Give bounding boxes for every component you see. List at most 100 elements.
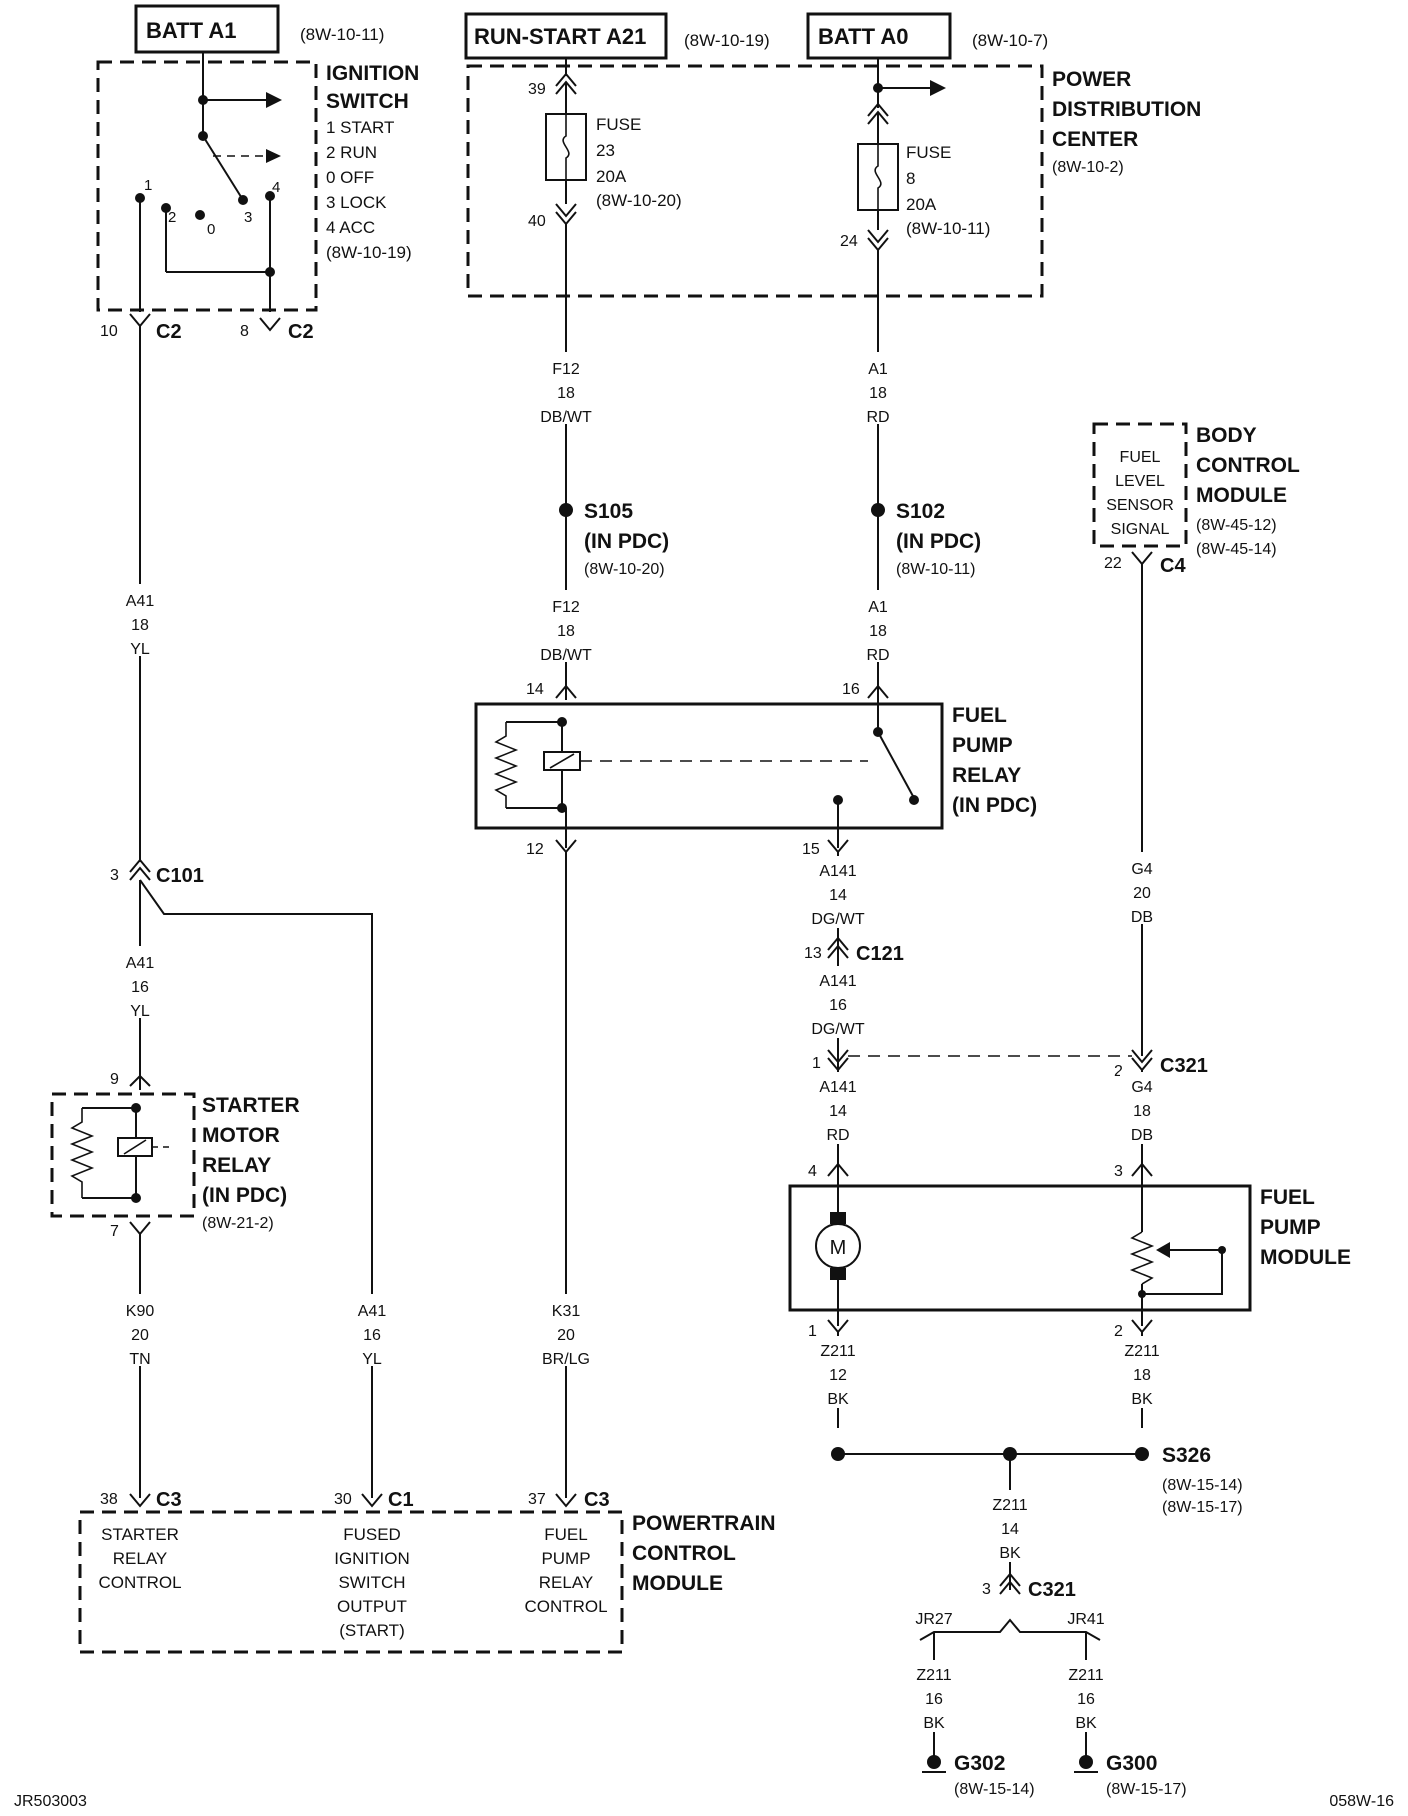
svg-text:9: 9 [110,1071,119,1088]
svg-text:20A: 20A [906,195,937,214]
svg-text:4: 4 [272,179,280,196]
svg-text:14: 14 [829,1103,847,1120]
svg-text:BATT A0: BATT A0 [818,24,908,49]
svg-text:FUSED: FUSED [343,1525,401,1544]
connector-c2-left: 10 C2 [100,313,182,343]
svg-text:RD: RD [826,1127,849,1144]
wire-label-z211-14: Z211 14 BK [980,1490,1040,1562]
svg-text:POWERTRAIN: POWERTRAIN [632,1512,776,1535]
svg-text:(IN PDC): (IN PDC) [952,794,1037,817]
svg-text:2 RUN: 2 RUN [326,143,377,162]
svg-text:RUN-START A21: RUN-START A21 [474,24,646,49]
connector-c4: 22 C4 [1104,551,1186,577]
svg-text:DB: DB [1131,909,1153,926]
connector-c2-right: 8 C2 [240,317,314,343]
svg-text:18: 18 [557,623,575,640]
svg-text:FUEL: FUEL [1120,449,1161,466]
svg-text:A141: A141 [819,863,856,880]
svg-text:(8W-15-14): (8W-15-14) [954,1781,1035,1798]
svg-text:Z211: Z211 [820,1343,855,1360]
svg-text:C3: C3 [584,1489,610,1511]
fuse-8: 24 FUSE 8 20A (8W-10-11) [840,58,990,252]
svg-text:OUTPUT: OUTPUT [337,1597,407,1616]
svg-text:24: 24 [840,233,858,250]
svg-text:STARTER: STARTER [101,1525,179,1544]
svg-text:BK: BK [827,1391,849,1408]
svg-text:4 ACC: 4 ACC [326,218,375,237]
svg-text:K90: K90 [126,1303,155,1320]
svg-text:BK: BK [923,1715,945,1732]
svg-text:(IN PDC): (IN PDC) [584,530,669,553]
svg-text:YL: YL [130,1003,150,1020]
svg-text:BATT A1: BATT A1 [146,18,236,43]
svg-text:3: 3 [982,1581,991,1598]
wire-label-k31: K31 20 BR/LG [532,1294,600,1368]
svg-text:10: 10 [100,323,118,340]
svg-text:(8W-10-2): (8W-10-2) [1052,159,1124,176]
svg-text:SWITCH: SWITCH [326,90,409,113]
svg-text:(8W-10-11): (8W-10-11) [906,219,990,238]
svg-text:(8W-10-11): (8W-10-11) [300,25,384,44]
footer-left-code: JR503003 [14,1793,87,1810]
svg-text:YL: YL [130,641,150,658]
svg-text:3: 3 [244,209,252,226]
svg-text:3 LOCK: 3 LOCK [326,193,387,212]
svg-text:12: 12 [829,1367,847,1384]
svg-text:C1: C1 [388,1489,414,1511]
svg-text:SWITCH: SWITCH [338,1573,405,1592]
svg-text:STARTER: STARTER [202,1094,300,1117]
wire-label-z211-18: Z211 18 BK [1112,1336,1172,1408]
svg-text:(8W-10-7): (8W-10-7) [972,31,1048,50]
svg-text:A141: A141 [819,1079,856,1096]
svg-text:(8W-15-17): (8W-15-17) [1162,1499,1243,1516]
svg-text:0: 0 [207,221,215,238]
splice-s102: S102 (IN PDC) (8W-10-11) [871,500,981,578]
batt-a0-source: BATT A0 (8W-10-7) [806,12,1048,60]
svg-text:8: 8 [906,169,915,188]
svg-text:(8W-15-14): (8W-15-14) [1162,1477,1243,1494]
svg-text:RELAY: RELAY [952,764,1021,787]
svg-text:C2: C2 [156,321,182,343]
svg-text:SIGNAL: SIGNAL [1111,521,1170,538]
svg-text:S102: S102 [896,500,945,523]
svg-text:14: 14 [526,681,544,698]
svg-text:K31: K31 [552,1303,581,1320]
svg-text:2: 2 [168,209,176,226]
svg-text:G4: G4 [1131,1079,1152,1096]
svg-text:39: 39 [528,81,546,98]
wire-label-a41-16-pcm: A41 16 YL [352,1294,392,1368]
wire-label-f12-b: F12 18 DB/WT [536,590,596,664]
splice-s326: S326 (8W-15-14) (8W-15-17) [831,1444,1243,1516]
svg-text:20: 20 [557,1327,575,1344]
svg-text:M: M [830,1237,847,1259]
svg-text:DB/WT: DB/WT [540,647,592,664]
svg-text:POWER: POWER [1052,68,1131,91]
svg-text:A1: A1 [868,361,888,378]
fuel-pump-relay: 14 16 12 15 FUEL PUMP RELAY (IN PDC) [474,681,1037,858]
svg-text:RD: RD [866,647,889,664]
wire-label-z211-12: Z211 12 BK [808,1336,868,1408]
svg-text:CENTER: CENTER [1052,128,1138,151]
svg-text:22: 22 [1104,555,1122,572]
starter-motor-relay: 9 7 STARTER MOTOR RELAY (IN PDC) (8W-21-… [50,1071,300,1240]
svg-text:FUSE: FUSE [906,143,951,162]
svg-text:C2: C2 [288,321,314,343]
footer-right-code: 058W-16 [1329,1793,1394,1810]
wire-label-f12-a: F12 18 DB/WT [536,352,596,426]
svg-text:4: 4 [808,1163,817,1180]
svg-text:C321: C321 [1028,1579,1076,1601]
svg-text:16: 16 [925,1691,943,1708]
svg-text:DG/WT: DG/WT [811,1021,865,1038]
svg-text:DISTRIBUTION: DISTRIBUTION [1052,98,1201,121]
svg-text:IGNITION: IGNITION [334,1549,410,1568]
svg-text:18: 18 [869,623,887,640]
svg-text:(IN PDC): (IN PDC) [896,530,981,553]
svg-text:MODULE: MODULE [1196,484,1287,507]
ground-g302: G302 (8W-15-14) [922,1752,1035,1798]
svg-text:37: 37 [528,1491,546,1508]
svg-text:S326: S326 [1162,1444,1211,1467]
svg-text:30: 30 [334,1491,352,1508]
svg-text:15: 15 [802,841,820,858]
wire-label-a1-a: A1 18 RD [852,352,904,426]
svg-text:16: 16 [1077,1691,1095,1708]
